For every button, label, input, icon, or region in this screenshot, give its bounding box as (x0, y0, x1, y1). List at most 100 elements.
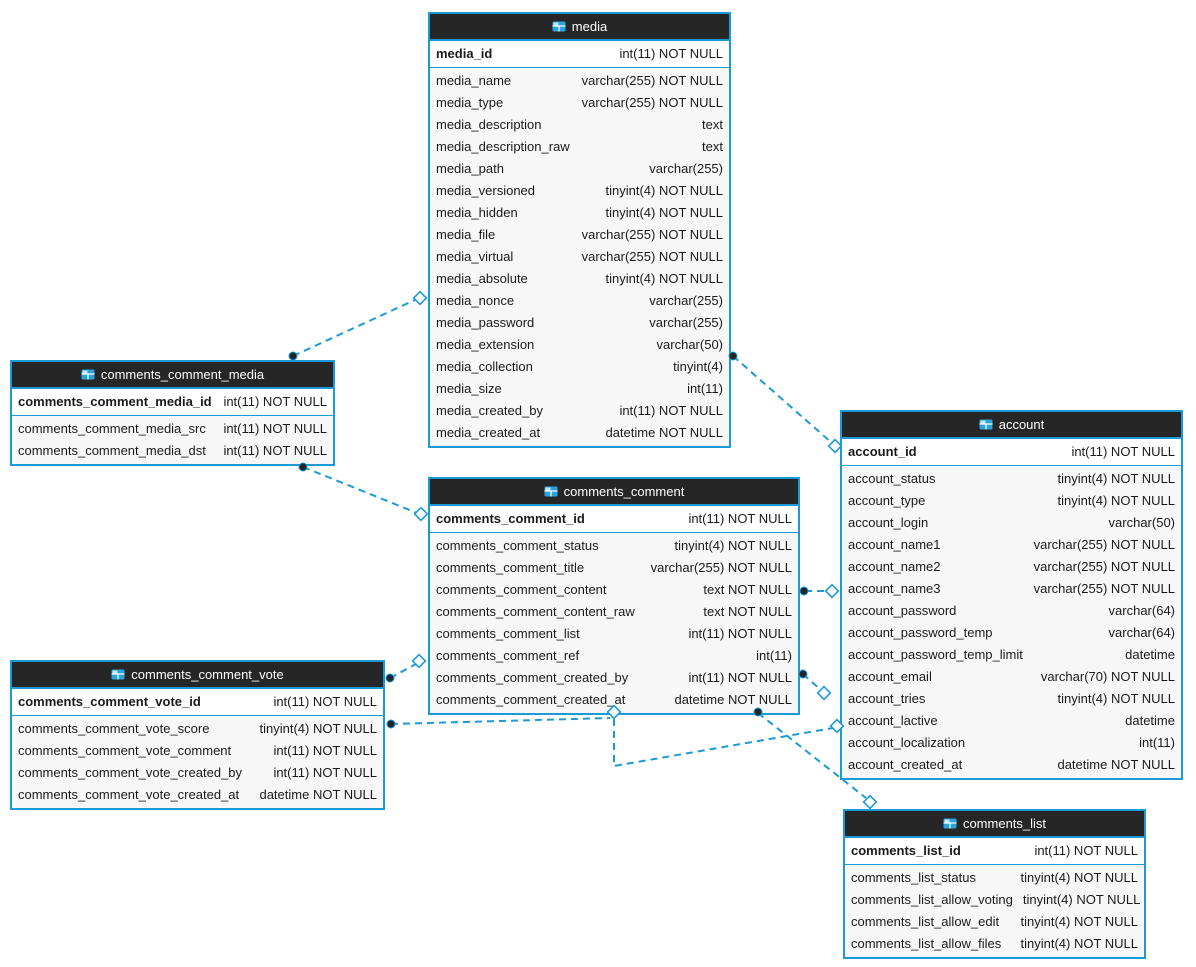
relationship-line-comments_comment_media-comments_comment[interactable] (298, 462, 429, 522)
column-type: varchar(255) NOT NULL (581, 227, 723, 242)
column-type: varchar(255) (649, 315, 723, 330)
column-row-media_password[interactable]: media_password varchar(255) (430, 312, 729, 334)
column-type: tinyint(4) NOT NULL (674, 538, 792, 553)
column-row-media_created_at[interactable]: media_created_at datetime NOT NULL (430, 422, 729, 444)
relationship-line-media-account[interactable] (728, 351, 843, 454)
table-comments_comment_media[interactable]: comments_comment_media comments_comment_… (10, 360, 335, 466)
table-icon (81, 369, 95, 380)
table-header[interactable]: comments_comment_media (12, 362, 333, 389)
column-type: int(11) NOT NULL (688, 626, 792, 641)
table-comments_comment_vote[interactable]: comments_comment_vote comments_comment_v… (10, 660, 385, 810)
relationship-line-comments_comment-account-2[interactable] (798, 669, 832, 701)
column-type: tinyint(4) NOT NULL (1057, 471, 1175, 486)
relationship-line-comments_comment_vote-comments_comment-1[interactable] (385, 653, 427, 683)
table-header[interactable]: comments_comment (430, 479, 798, 506)
table-header[interactable]: media (430, 14, 729, 41)
table-header[interactable]: comments_list (845, 811, 1144, 838)
column-name: media_password (436, 315, 535, 330)
column-type: text (702, 117, 723, 132)
column-name: media_created_at (436, 425, 541, 440)
column-type: varchar(255) NOT NULL (581, 73, 723, 88)
table-icon (943, 818, 957, 829)
column-name: media_type (436, 95, 504, 110)
column-type: datetime NOT NULL (605, 425, 723, 440)
relationship-line-comments_comment_media-media[interactable] (288, 290, 428, 361)
column-name: comments_comment_vote_id (18, 694, 201, 709)
column-name: comments_list_id (851, 843, 961, 858)
column-name: comments_list_allow_edit (851, 914, 1000, 929)
column-name: media_hidden (436, 205, 518, 220)
table-header[interactable]: comments_comment_vote (12, 662, 383, 689)
column-name: account_name3 (848, 581, 941, 596)
column-name: media_file (436, 227, 496, 242)
column-row-media_file[interactable]: media_file varchar(255) NOT NULL (430, 224, 729, 246)
column-name: comments_list_allow_voting (851, 892, 1013, 907)
column-name: comments_comment_media_id (18, 394, 212, 409)
column-type: int(11) (1139, 735, 1175, 750)
column-name: comments_comment_ref (436, 648, 580, 663)
relationship-line-comments_comment_vote-account[interactable] (613, 718, 845, 768)
column-type: varchar(50) (656, 337, 723, 352)
table-header[interactable]: account (842, 412, 1181, 439)
relationship-line-comments_comment-account-1[interactable] (799, 583, 840, 599)
column-name: media_size (436, 381, 502, 396)
